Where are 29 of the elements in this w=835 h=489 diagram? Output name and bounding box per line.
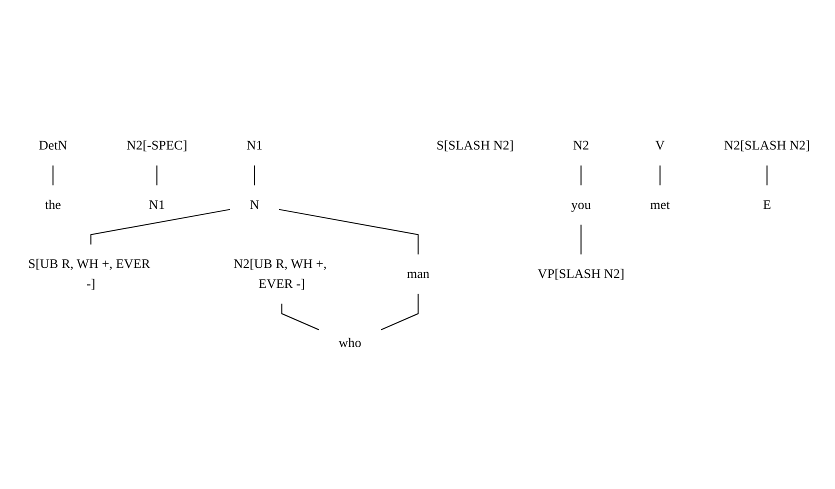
node-text: met — [650, 198, 670, 212]
connector — [580, 224, 582, 255]
node-text: S[SLASH N2] — [436, 138, 514, 153]
node-text: who — [338, 336, 362, 350]
node-text: N2[SLASH N2] — [724, 138, 810, 153]
node-text: N2[-SPEC] — [126, 138, 188, 153]
connector — [156, 165, 158, 186]
node-text: you — [571, 198, 591, 212]
node-text: the — [44, 198, 62, 212]
connector — [766, 165, 768, 186]
node-text: N — [250, 198, 260, 212]
node-text: N2[UB R, WH +, EVER -] — [234, 257, 327, 292]
connector — [90, 208, 230, 245]
connector — [660, 165, 661, 186]
node-text: S[UB R, WH +, EVER -] — [28, 257, 150, 292]
connector — [278, 208, 419, 255]
node-text: VP[SLASH N2] — [538, 266, 624, 282]
node-text: N2 — [572, 138, 590, 153]
node-text: N1 — [246, 138, 263, 153]
connector — [281, 303, 320, 330]
node-text: V — [655, 138, 665, 153]
connector — [380, 293, 419, 330]
node-text: man — [406, 266, 430, 282]
node-text: N1 — [148, 198, 165, 212]
connector — [254, 165, 255, 186]
node-text: E — [762, 198, 772, 212]
connector — [580, 165, 582, 186]
node-text: DetN — [38, 138, 68, 153]
connector — [52, 165, 54, 186]
